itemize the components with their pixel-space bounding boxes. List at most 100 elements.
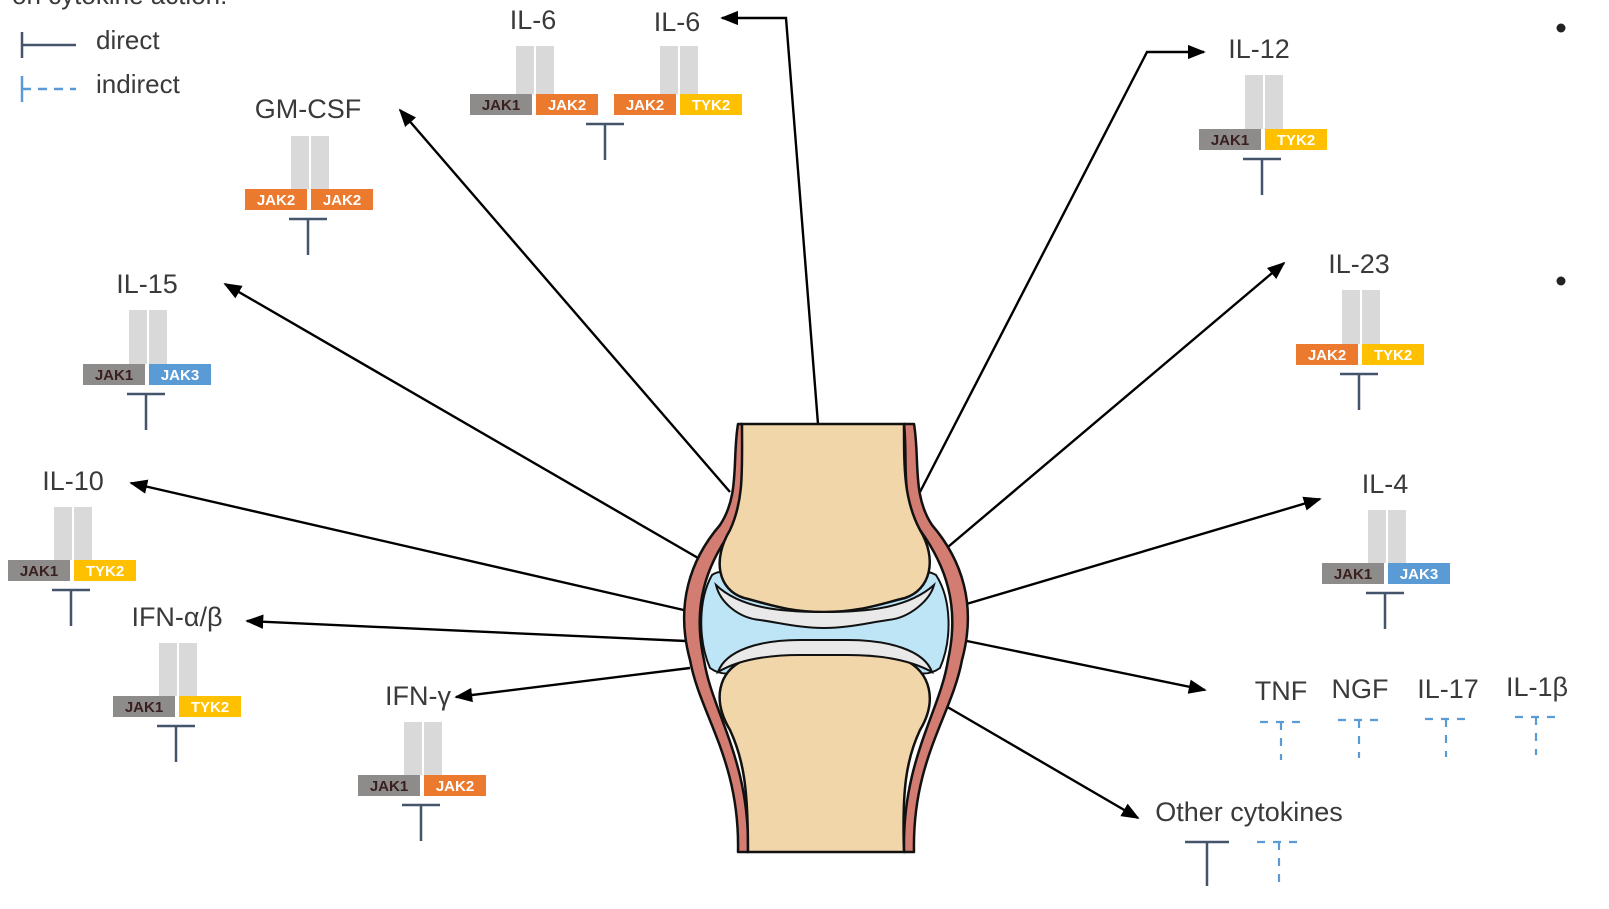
receptor-il10: JAK1 TYK2 [8,507,136,626]
arrow-il23 [942,263,1284,552]
tyk2-label: TYK2 [1277,132,1315,149]
arrow-gmcsf [400,110,730,492]
cytokine-label-il23: IL-23 [1328,249,1390,279]
receptor-chain [660,46,678,94]
legend-indirect-label: indirect [96,69,181,99]
jak1-label: JAK1 [20,563,58,580]
receptor-chain [1245,75,1263,129]
jak1-label: JAK1 [370,778,408,795]
indirect-inhibition-symbol-il17 [1425,719,1467,757]
direct-inhibition-symbol [289,219,327,255]
cytokine-label-ifnab: IFN-α/β [131,602,222,632]
arrow-ifnab [247,621,686,641]
receptor-il4: JAK1 JAK3 [1322,510,1450,629]
direct-inhibition-symbol-other [1185,842,1229,886]
jak1-label: JAK1 [1334,566,1372,583]
arrow-other-cytokines [944,705,1138,818]
cytokine-label-il4: IL-4 [1362,469,1409,499]
receptor-chain [680,46,698,94]
direct-inhibition-symbol [1366,593,1404,629]
jak2-label: JAK2 [323,192,361,209]
direct-inhibition-symbol [586,124,624,160]
cytokine-label-il17: IL-17 [1417,674,1479,704]
cytokine-label-il6-a: IL-6 [510,5,557,35]
receptor-chain [129,310,147,364]
legend-heading: on cytokine action: [12,0,227,10]
receptor-chain [1342,290,1360,344]
jak2-label: JAK2 [1308,347,1346,364]
jak3-label: JAK3 [161,367,199,384]
receptor-chain [536,46,554,94]
receptor-il23: JAK2 TYK2 [1296,290,1424,410]
arrow-il12 [920,52,1204,492]
receptor-chain [74,507,92,560]
jak2-label: JAK2 [257,192,295,209]
receptor-chain [1265,75,1283,129]
receptor-chain [291,136,309,189]
jak2-label: JAK2 [548,97,586,114]
direct-inhibition-symbol [402,805,440,841]
bullet-dot [1557,24,1566,33]
receptor-ifnab: JAK1 TYK2 [113,643,241,762]
receptor-chain [1362,290,1380,344]
indirect-inhibition-symbol-il1b [1515,717,1557,755]
tyk2-label: TYK2 [191,699,229,716]
receptor-chain [1388,510,1406,563]
receptor-chain [1368,510,1386,563]
arrow-ifng [456,668,690,697]
cytokine-label-il1b: IL-1β [1506,672,1568,702]
receptor-il6-b: JAK2 TYK2 [586,46,742,160]
jak1-label: JAK1 [125,699,163,716]
jak1-label: JAK1 [1211,132,1249,149]
indirect-inhibition-symbol-ngf [1338,720,1380,758]
direct-inhibition-symbol [157,726,195,762]
cytokine-label-other: Other cytokines [1155,797,1343,827]
receptor-chain [159,643,177,696]
cytokine-label-il6-b: IL-6 [654,7,701,37]
cytokine-label-tnf: TNF [1255,676,1307,706]
legend-direct-label: direct [96,25,160,55]
direct-inhibition-symbol [22,32,76,58]
tyk2-label: TYK2 [86,563,124,580]
arrow-tnf-group [962,640,1205,690]
receptor-chain [179,643,197,696]
direct-inhibition-symbol [52,590,90,626]
jak1-label: JAK1 [482,97,520,114]
cytokine-label-ngf: NGF [1332,674,1389,704]
receptor-gmcsf: JAK2 JAK2 [245,136,373,255]
cytokine-label-il10: IL-10 [42,466,104,496]
receptor-chain [149,310,167,364]
upper-bone [720,424,930,612]
receptor-chain [516,46,534,94]
direct-inhibition-symbol [1340,374,1378,410]
bullet-dot [1557,277,1566,286]
arrow-il4 [963,499,1320,605]
receptor-chain [311,136,329,189]
jak1-label: JAK1 [95,367,133,384]
direct-inhibition-symbol [127,394,165,430]
tyk2-label: TYK2 [692,97,730,114]
receptor-ifng: JAK1 JAK2 [358,722,486,841]
jak2-label: JAK2 [626,97,664,114]
arrow-il10 [131,483,688,611]
legend: on cytokine action: direct indirect [12,0,227,102]
lower-bone [720,648,930,852]
receptor-chain [404,722,422,775]
tyk2-label: TYK2 [1374,347,1412,364]
cytokine-label-il12: IL-12 [1228,34,1290,64]
receptor-chain [54,507,72,560]
jak3-label: JAK3 [1400,566,1438,583]
receptor-chain [424,722,442,775]
cytokine-label-il15: IL-15 [116,269,178,299]
cytokine-label-ifng: IFN-γ [385,681,451,711]
indirect-inhibition-symbol [22,76,76,102]
receptor-il12: JAK1 TYK2 [1199,75,1327,195]
receptor-il15: JAK1 JAK3 [83,310,211,430]
indirect-inhibition-symbol-other [1257,842,1301,886]
direct-inhibition-symbol [1243,159,1281,195]
receptor-il6-a: JAK1 JAK2 [470,46,598,115]
arrow-il6 [722,18,818,424]
indirect-inhibition-symbol-tnf [1260,722,1302,760]
jak2-label: JAK2 [436,778,474,795]
